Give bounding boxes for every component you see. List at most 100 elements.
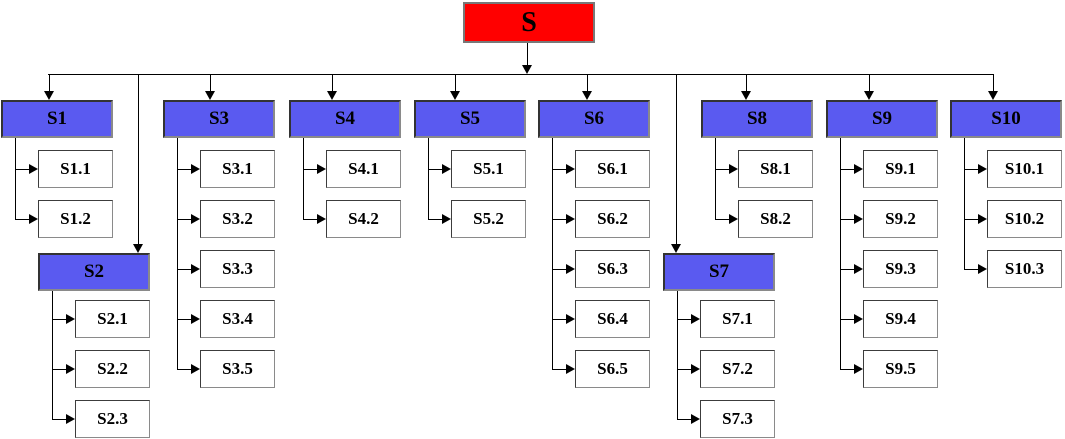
node-s8-1: S8.1	[738, 150, 813, 188]
connector-arrow-right	[978, 264, 987, 274]
node-s9-2-label: S9.2	[885, 209, 916, 228]
node-s5: S5	[414, 100, 526, 138]
trunk-line-s2	[52, 291, 53, 420]
connector-line	[177, 319, 192, 320]
node-s-label: S	[521, 6, 537, 38]
node-s9-2: S9.2	[863, 200, 938, 238]
node-s2-2-label: S2.2	[97, 359, 128, 378]
node-s9-1: S9.1	[863, 150, 938, 188]
connector-line	[552, 219, 567, 220]
connector-line	[303, 219, 318, 220]
connector-arrow-right	[317, 214, 326, 224]
connector-line	[840, 369, 855, 370]
connector-line	[52, 369, 67, 370]
connector-arrow-down	[327, 91, 337, 100]
connector-arrow-right	[566, 314, 575, 324]
node-s9-label: S9	[871, 108, 893, 129]
trunk-line-s5	[428, 138, 429, 220]
drop-line-s1	[49, 74, 50, 92]
node-s1-1-label: S1.1	[60, 159, 91, 178]
connector-line	[52, 419, 67, 420]
node-s7-3-label: S7.3	[722, 409, 753, 428]
node-s3-3-label: S3.3	[222, 259, 253, 278]
node-s10-3: S10.3	[987, 250, 1062, 288]
node-s: S	[463, 2, 595, 43]
connector-line	[677, 319, 692, 320]
connector-line	[15, 219, 30, 220]
connector-line	[177, 269, 192, 270]
node-s2-3-label: S2.3	[97, 409, 128, 428]
node-s4-label: S4	[334, 108, 356, 129]
node-s3-5: S3.5	[200, 350, 275, 388]
node-s7-1: S7.1	[700, 300, 775, 338]
drop-line-s3	[210, 74, 211, 92]
node-s2: S2	[38, 253, 150, 291]
connector-arrow-right	[191, 364, 200, 374]
trunk-line-s9	[840, 138, 841, 370]
node-s7-2-label: S7.2	[722, 359, 753, 378]
node-s5-2-label: S5.2	[473, 209, 504, 228]
bus-line	[48, 74, 994, 75]
node-s1: S1	[1, 100, 113, 138]
connector-line	[177, 169, 192, 170]
connector-line	[840, 219, 855, 220]
node-s3-5-label: S3.5	[222, 359, 253, 378]
connector-arrow-right	[978, 214, 987, 224]
connector-arrow-right	[729, 214, 738, 224]
drop-line-s10	[993, 74, 994, 92]
node-s3-label: S3	[208, 108, 230, 129]
trunk-line-s8	[715, 138, 716, 220]
connector-arrow-right	[691, 364, 700, 374]
node-s4-2-label: S4.2	[348, 209, 379, 228]
node-s10-2-label: S10.2	[1004, 209, 1045, 228]
connector-arrow-right	[854, 364, 863, 374]
trunk-line-s4	[303, 138, 304, 220]
node-s6-label: S6	[583, 108, 605, 129]
node-s8: S8	[701, 100, 813, 138]
connector-line	[715, 169, 730, 170]
connector-line	[52, 319, 67, 320]
connector-line	[303, 169, 318, 170]
connector-line	[964, 269, 979, 270]
connector-arrow-right	[191, 264, 200, 274]
connector-line	[840, 269, 855, 270]
node-s1-2: S1.2	[38, 200, 113, 238]
drop-line-s7	[676, 74, 677, 245]
node-s1-1: S1.1	[38, 150, 113, 188]
connector-arrow-right	[66, 314, 75, 324]
node-s10-1: S10.1	[987, 150, 1062, 188]
trunk-line-s10	[964, 138, 965, 270]
connector-arrow-right	[691, 314, 700, 324]
connector-line	[552, 269, 567, 270]
connector-line	[677, 419, 692, 420]
node-s3-2: S3.2	[200, 200, 275, 238]
connector-line	[177, 369, 192, 370]
node-s1-label: S1	[46, 108, 68, 129]
connector-arrow-right	[29, 214, 38, 224]
node-s8-1-label: S8.1	[760, 159, 791, 178]
connector-arrow-right	[566, 214, 575, 224]
node-s5-label: S5	[459, 108, 481, 129]
connector-arrow-right	[691, 414, 700, 424]
connector-arrow-right	[442, 164, 451, 174]
node-s8-label: S8	[746, 108, 768, 129]
connector-line	[552, 319, 567, 320]
connector-line	[964, 219, 979, 220]
node-s8-2-label: S8.2	[760, 209, 791, 228]
node-s6: S6	[538, 100, 650, 138]
node-s5-2: S5.2	[451, 200, 526, 238]
node-s9-5: S9.5	[863, 350, 938, 388]
connector-line	[552, 369, 567, 370]
node-s7-2: S7.2	[700, 350, 775, 388]
connector-line	[428, 169, 443, 170]
node-s1-2-label: S1.2	[60, 209, 91, 228]
connector-arrow-right	[66, 414, 75, 424]
node-s9-3: S9.3	[863, 250, 938, 288]
connector-arrow-down	[864, 91, 874, 100]
node-s9: S9	[826, 100, 938, 138]
node-s9-4: S9.4	[863, 300, 938, 338]
node-s6-5-label: S6.5	[597, 359, 628, 378]
connector-arrow-right	[854, 214, 863, 224]
node-s6-4-label: S6.4	[597, 309, 628, 328]
